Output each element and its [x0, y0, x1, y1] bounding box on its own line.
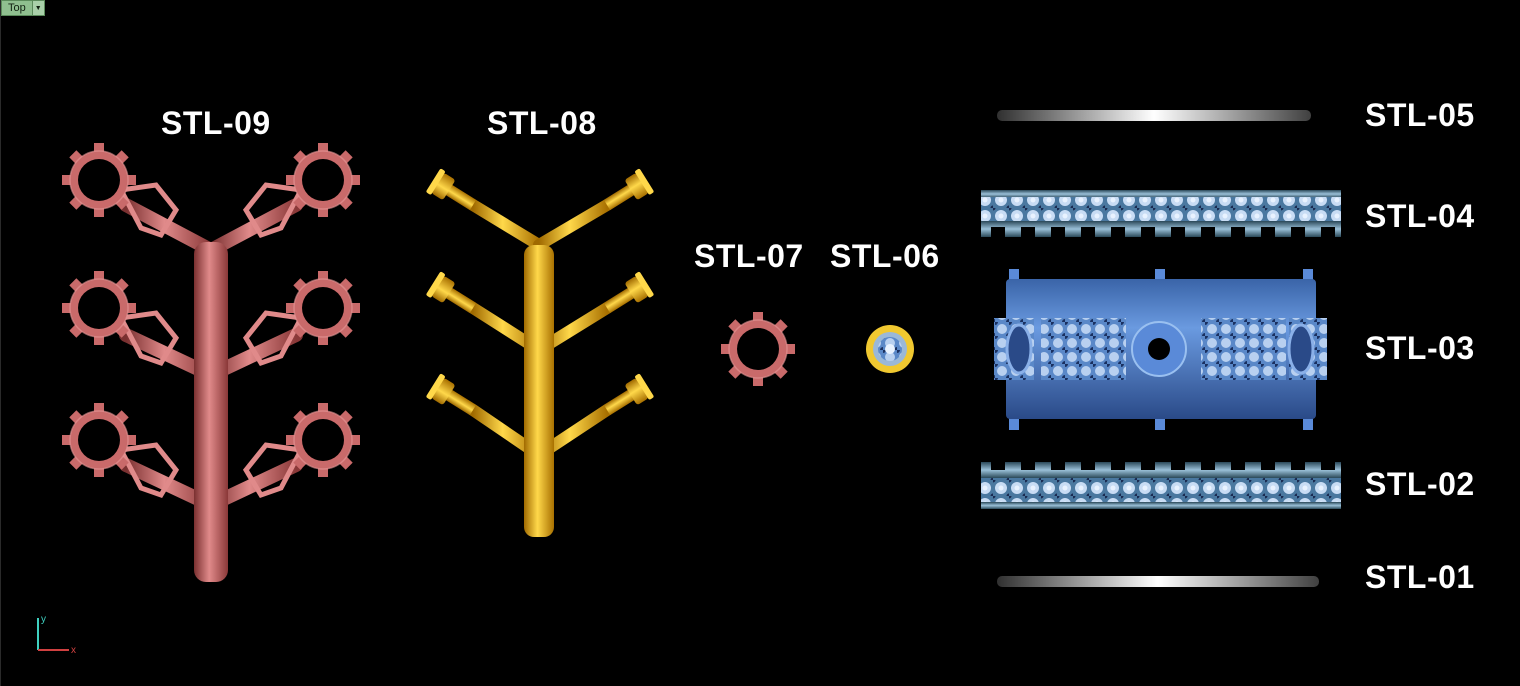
axis-x-label: x — [71, 645, 76, 656]
part-label-stl-06: STL-06 — [830, 238, 940, 274]
stl-01-model[interactable] — [997, 576, 1319, 587]
part-label-stl-03: STL-03 — [1365, 330, 1475, 366]
part-label-stl-04: STL-04 — [1365, 198, 1475, 234]
axis-y-label: y — [41, 614, 46, 625]
part-label-stl-07: STL-07 — [694, 238, 804, 274]
stl-04-model[interactable] — [981, 190, 1341, 237]
stl-08-model[interactable] — [425, 168, 655, 537]
part-label-stl-02: STL-02 — [1365, 466, 1475, 502]
stl-09-model[interactable] — [61, 142, 361, 582]
axis-indicator: y x — [37, 614, 76, 656]
stl-02-model[interactable] — [981, 462, 1341, 509]
stl-03-model[interactable] — [994, 269, 1327, 430]
stl-07-model[interactable] — [720, 311, 796, 387]
part-label-stl-01: STL-01 — [1365, 559, 1475, 595]
part-label-stl-08: STL-08 — [487, 105, 597, 141]
part-label-stl-09: STL-09 — [161, 105, 271, 141]
stl-06-model[interactable] — [866, 325, 914, 373]
view-name-label[interactable]: Top — [8, 2, 26, 14]
chevron-down-icon[interactable]: ▼ — [31, 1, 44, 15]
part-label-stl-05: STL-05 — [1365, 97, 1475, 133]
stl-05-model[interactable] — [997, 110, 1311, 121]
view-selector[interactable]: Top ▼ — [1, 0, 45, 16]
